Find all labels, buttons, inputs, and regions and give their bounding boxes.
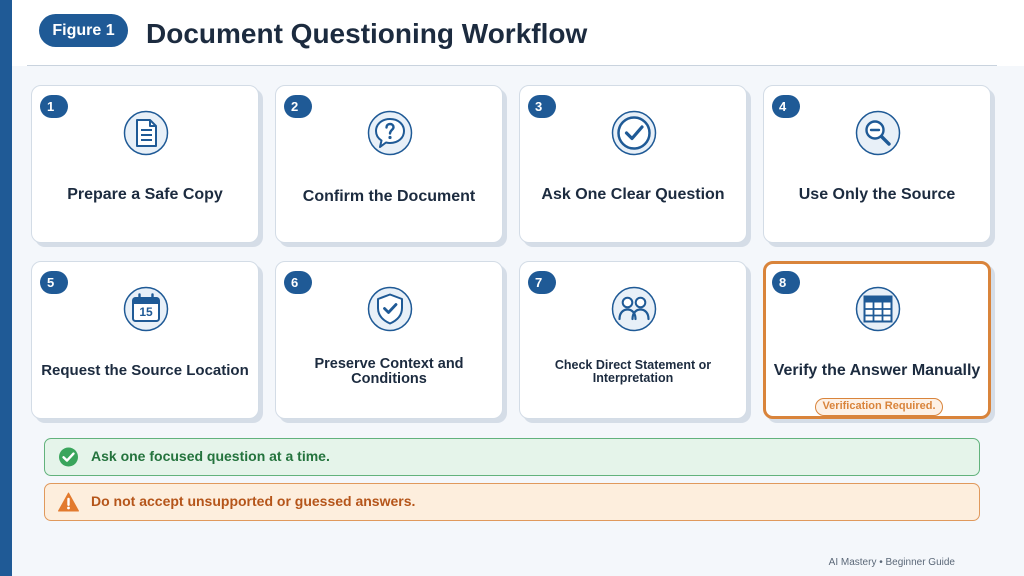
step-number: 8 bbox=[772, 271, 800, 294]
footer-credit: AI Mastery • Beginner Guide bbox=[828, 557, 955, 568]
step-label: Use Only the Source bbox=[798, 186, 956, 203]
step-label: Check Direct Statement or Interpretation bbox=[554, 358, 712, 385]
grid-icon bbox=[855, 286, 901, 332]
step-card-7: 7 Check Direct Statement or Interpretati… bbox=[519, 261, 747, 419]
tip-banner: Ask one focused question at a time. bbox=[44, 438, 980, 476]
step-label: Ask One Clear Question bbox=[541, 186, 725, 203]
warning-banner: Do not accept unsupported or guessed ans… bbox=[44, 483, 980, 521]
step-number: 2 bbox=[284, 95, 312, 118]
checkmark-circle-icon bbox=[611, 110, 657, 156]
step-card-5: 5 15 Request the Source Location bbox=[31, 261, 259, 419]
step-number: 4 bbox=[772, 95, 800, 118]
page-title: Document Questioning Workflow bbox=[146, 18, 588, 49]
verification-badge: Verification Required. bbox=[815, 398, 943, 416]
step-label: Preserve Context and Conditions bbox=[314, 356, 464, 387]
check-circle-icon bbox=[59, 447, 78, 467]
step-card-2: 2 Confirm the Document bbox=[275, 85, 503, 243]
warning-triangle-icon bbox=[58, 492, 79, 512]
step-number: 6 bbox=[284, 271, 312, 294]
figure-label: Figure 1 bbox=[39, 14, 128, 47]
step-number: 7 bbox=[528, 271, 556, 294]
tip-text: Ask one focused question at a time. bbox=[91, 448, 330, 464]
step-label: Verify the Answer Manually bbox=[773, 362, 981, 379]
header-divider bbox=[27, 65, 997, 66]
step-card-8: 8 Verify the Answer Manually Verificatio… bbox=[763, 261, 991, 419]
step-label: Request the Source Location bbox=[41, 362, 249, 379]
step-card-3: 3 Ask One Clear Question bbox=[519, 85, 747, 243]
step-number: 5 bbox=[40, 271, 68, 294]
step-card-1: 1 Prepare a Safe Copy bbox=[31, 85, 259, 243]
document-icon bbox=[123, 110, 169, 156]
step-number: 1 bbox=[40, 95, 68, 118]
header: Figure 1 Document Questioning Workflow bbox=[12, 0, 1024, 66]
people-icon bbox=[611, 286, 657, 332]
step-label: Prepare a Safe Copy bbox=[67, 186, 223, 203]
left-accent-bar bbox=[0, 0, 12, 576]
step-label: Confirm the Document bbox=[302, 188, 476, 205]
question-bubble-icon bbox=[367, 110, 413, 156]
step-card-4: 4 Use Only the Source bbox=[763, 85, 991, 243]
calendar-day: 15 bbox=[139, 305, 153, 319]
step-card-6: 6 Preserve Context and Conditions bbox=[275, 261, 503, 419]
shield-check-icon bbox=[367, 286, 413, 332]
calendar-icon: 15 bbox=[123, 286, 169, 332]
step-number: 3 bbox=[528, 95, 556, 118]
warning-text: Do not accept unsupported or guessed ans… bbox=[91, 493, 416, 509]
magnifier-icon bbox=[855, 110, 901, 156]
